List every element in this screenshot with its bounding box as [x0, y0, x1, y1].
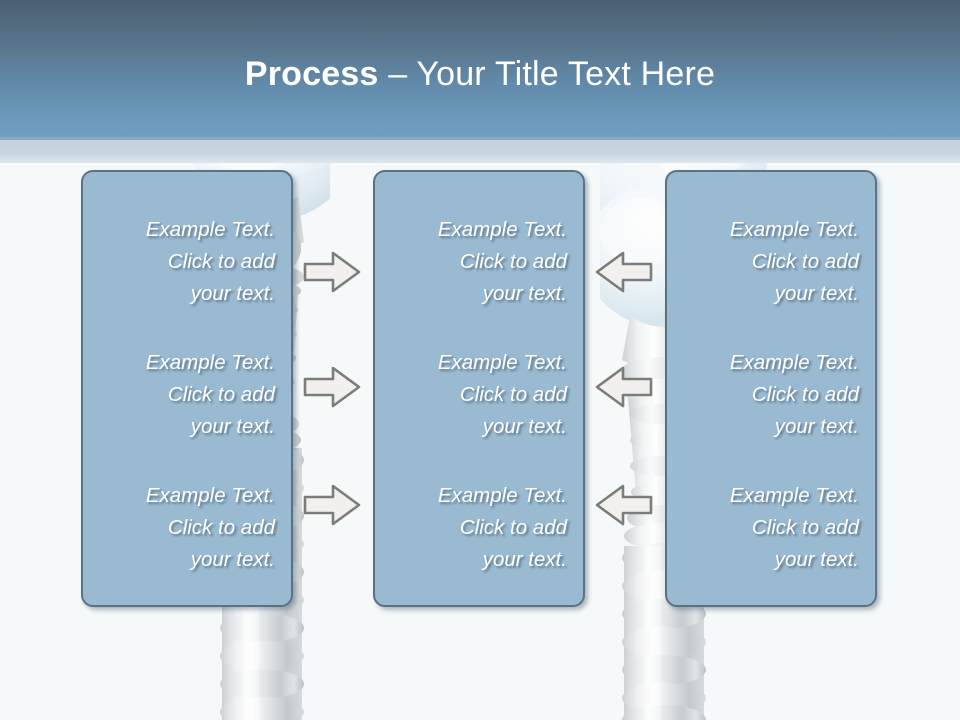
process-column-left[interactable]: Example Text. Click to add your text. Ex…	[81, 170, 293, 607]
text-placeholder[interactable]: Example Text. Click to add your text.	[145, 351, 275, 438]
arrow-left-icon[interactable]	[595, 483, 653, 527]
text-placeholder[interactable]: Example Text. Click to add your text.	[729, 484, 859, 571]
arrow-right-icon[interactable]	[303, 250, 361, 294]
page-title-strong: Process	[244, 55, 379, 93]
arrow-left-icon[interactable]	[595, 250, 653, 294]
text-placeholder[interactable]: Example Text. Click to add your text.	[729, 351, 859, 438]
page-title-rest: – Your Title Text Here	[378, 55, 716, 93]
text-placeholder[interactable]: Example Text. Click to add your text.	[145, 218, 275, 305]
text-placeholder[interactable]: Example Text. Click to add your text.	[729, 218, 859, 305]
text-placeholder[interactable]: Example Text. Click to add your text.	[437, 351, 567, 438]
arrow-right-icon[interactable]	[303, 365, 361, 409]
arrow-left-icon[interactable]	[595, 365, 653, 409]
title-banner-sub-band	[0, 140, 960, 163]
text-placeholder[interactable]: Example Text. Click to add your text.	[145, 484, 275, 571]
arrow-right-icon[interactable]	[303, 483, 361, 527]
process-column-right[interactable]: Example Text. Click to add your text. Ex…	[665, 170, 877, 607]
title-banner-rule	[0, 137, 960, 140]
text-placeholder[interactable]: Example Text. Click to add your text.	[437, 484, 567, 571]
process-column-middle[interactable]: Example Text. Click to add your text. Ex…	[373, 170, 585, 607]
page-title: Process – Your Title Text Here	[0, 53, 960, 95]
text-placeholder[interactable]: Example Text. Click to add your text.	[437, 218, 567, 305]
